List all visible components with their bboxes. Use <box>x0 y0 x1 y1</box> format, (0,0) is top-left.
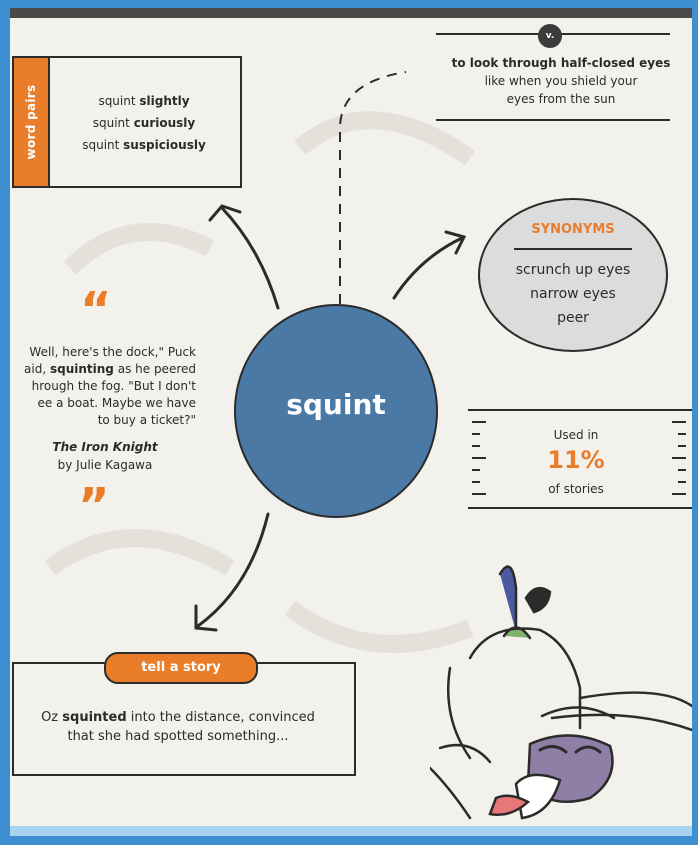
story-line: that she had spotted something... <box>67 729 289 744</box>
word-pairs-tab-label: word pairs <box>24 84 38 160</box>
connector-arrows <box>194 33 692 632</box>
definition-line: eyes from the sun <box>506 92 616 106</box>
story-line: Oz squinted into the distance, convinced <box>41 710 315 725</box>
word-pair-item: squint slightly <box>98 94 190 108</box>
tell-a-story-label: tell a story <box>104 652 258 684</box>
definition-line: like when you shield your <box>484 74 638 88</box>
top-illustration-strip <box>10 8 692 18</box>
quote-line: aid, squinting as he peered <box>24 362 196 376</box>
main-word-circle: squint <box>234 304 438 518</box>
arrowhead-word-pairs <box>208 204 242 222</box>
usage-label: Used in <box>553 428 599 442</box>
usage-stat: Used in 11% of stories <box>466 408 686 512</box>
usage-value: 11% <box>547 446 605 474</box>
quote-line: Well, here's the dock," Puck <box>29 345 196 359</box>
arrow-to-story <box>196 512 270 628</box>
synonym-item: narrow eyes <box>530 286 616 302</box>
feather-icon <box>498 565 518 634</box>
quote-line: to buy a ticket?" <box>97 413 196 427</box>
quote-line: hrough the fog. "But I don't <box>31 379 196 393</box>
synonyms-circle: SYNONYMS scrunch up eyes narrow eyes pee… <box>478 198 668 352</box>
arrow-to-word-pairs <box>220 206 280 310</box>
word-pairs-tab: word pairs <box>14 58 50 186</box>
story-text: Oz squinted into the distance, convinced… <box>18 708 338 746</box>
synonyms-list: scrunch up eyes narrow eyes peer <box>480 258 666 330</box>
bird-icon <box>524 586 552 614</box>
synonyms-title: SYNONYMS <box>531 222 615 237</box>
quote-text: Well, here's the dock," Puck aid, squint… <box>10 344 196 429</box>
mouth-icon <box>514 773 562 820</box>
word-pair-item: squint curiously <box>92 116 196 130</box>
close-quote-mark: ” <box>78 478 110 534</box>
arrowhead-synonyms <box>444 230 467 255</box>
arrowhead-story <box>194 604 218 632</box>
bottom-strip <box>10 826 692 836</box>
definition-line: to look through half-closed eyes <box>451 56 671 70</box>
word-pair-item: squint suspiciously <box>82 138 206 152</box>
tongue-icon <box>488 794 531 816</box>
dashed-line-to-definition <box>339 71 407 304</box>
background-illustration <box>44 111 476 653</box>
word-pairs-box: word pairs squint slightly squint curiou… <box>12 56 242 188</box>
part-of-speech-badge: v. <box>538 24 562 48</box>
quote-book-title: The Iron Knight <box>52 440 158 454</box>
word-pairs-list: squint slightly squint curiously squint … <box>54 90 234 156</box>
main-word: squint <box>286 388 386 421</box>
book-page: word pairs squint slightly squint curiou… <box>10 8 692 836</box>
quote-author: by Julie Kagawa <box>57 458 153 472</box>
synonym-item: peer <box>557 310 589 326</box>
open-quote-mark: “ <box>80 282 112 338</box>
synonym-item: scrunch up eyes <box>515 262 631 278</box>
quote-line: ee a boat. Maybe we have <box>37 396 196 410</box>
synonyms-divider <box>514 248 632 250</box>
usage-suffix: of stories <box>548 482 604 496</box>
arrow-to-synonyms <box>392 236 464 300</box>
definition: to look through half-closed eyes like wh… <box>436 54 686 108</box>
squinting-cartoon-illustration <box>430 565 692 820</box>
usage-ruler-lines <box>468 409 692 509</box>
